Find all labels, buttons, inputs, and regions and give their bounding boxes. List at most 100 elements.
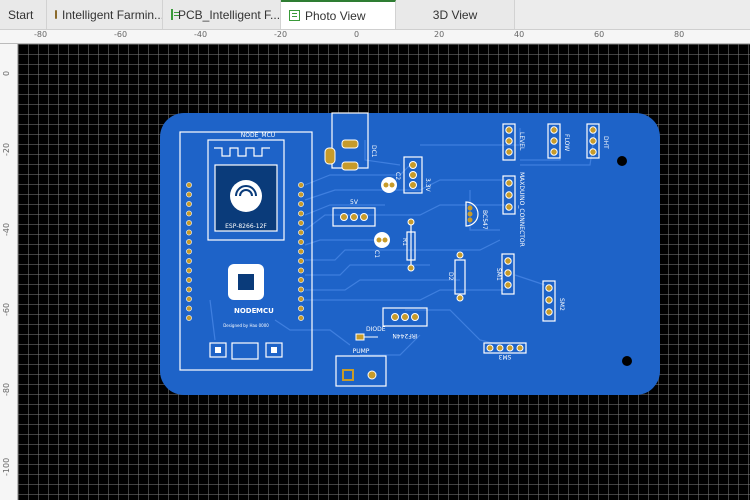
header-left xyxy=(186,182,192,321)
header-pin xyxy=(298,305,304,312)
regulator-3v3: 3.3V xyxy=(403,156,431,194)
header-pin xyxy=(298,267,304,274)
tab-label: Start xyxy=(8,7,34,22)
ruler-label: -40 xyxy=(194,30,208,39)
connector-sm2: SM2 xyxy=(542,280,565,322)
ruler-vertical: 0 -20 -40 -60 -80 -100 xyxy=(0,44,18,500)
label-dht: DHT xyxy=(602,136,609,149)
label-sm1: SM1 xyxy=(495,268,502,281)
ruler-label: -20 xyxy=(2,142,11,156)
label-level: LEVEL xyxy=(518,132,525,151)
label-maxduino: MAXDUINO_CONNECTOR xyxy=(518,172,525,247)
label-pump: PUMP xyxy=(353,348,370,355)
ruler-label: 80 xyxy=(674,30,685,39)
ruler-label: -80 xyxy=(2,382,11,396)
tab-label: Intelligent Farmin... xyxy=(62,7,163,22)
pcb-photo: ESP-8266-12F NODE_MCU NODE MCU Designed … xyxy=(160,112,660,395)
brand-node: NODE xyxy=(234,307,257,315)
ruler-label: -80 xyxy=(34,30,48,39)
tab-pcb[interactable]: PCB_Intelligent F... xyxy=(163,0,281,29)
header-pin xyxy=(298,201,304,207)
dc1-jack: DC1 xyxy=(324,112,377,171)
label-5v: 5V xyxy=(350,199,359,206)
tab-label: 3D View xyxy=(432,7,478,22)
esp-outline xyxy=(207,139,285,241)
photo-view-canvas[interactable]: ESP-8266-12F NODE_MCU NODE MCU Designed … xyxy=(18,44,750,500)
antenna-trace xyxy=(214,147,270,157)
header-right xyxy=(298,182,304,321)
header-pin xyxy=(186,267,192,274)
pcb-icon xyxy=(171,9,179,20)
header-pin xyxy=(298,191,304,198)
transistor-bc547: BC547 xyxy=(465,201,488,230)
chip-label: ESP-8266-12F xyxy=(225,223,267,230)
header-pin xyxy=(186,305,192,312)
ruler-label: -60 xyxy=(114,30,128,39)
diode-d2: D2 xyxy=(447,251,466,302)
diode-pump: DIODE xyxy=(355,326,386,341)
header-pin xyxy=(298,296,304,302)
regulator-5v: 5V xyxy=(332,199,376,227)
brand-mcu: MCU xyxy=(256,307,274,315)
header-pin xyxy=(298,239,304,245)
tab-3d-view[interactable]: 3D View xyxy=(396,0,515,29)
tab-photo-view[interactable]: Photo View xyxy=(281,0,396,29)
ruler-label: -20 xyxy=(274,30,288,39)
header-pin xyxy=(186,191,192,198)
header-pin xyxy=(186,296,192,302)
tab-bar: Start Intelligent Farmin... PCB_Intellig… xyxy=(0,0,750,30)
connector-sm3: SM3 xyxy=(483,342,527,360)
ruler-label: 20 xyxy=(434,30,445,39)
connector-sm1: SM1 xyxy=(495,253,515,295)
label-c2: C2 xyxy=(394,172,401,180)
header-pin xyxy=(298,210,304,217)
maxduino-connector: MAXDUINO_CONNECTOR xyxy=(502,172,525,247)
header-pin xyxy=(298,258,304,264)
folder-icon xyxy=(55,10,57,19)
module-outline xyxy=(179,131,313,371)
mosfet-irf244n: IRF244N xyxy=(382,307,428,339)
pcb-icon xyxy=(289,10,300,21)
header-pin xyxy=(186,210,192,217)
connector-dht: DHT xyxy=(586,123,609,159)
header-pin xyxy=(298,286,304,293)
tab-project[interactable]: Intelligent Farmin... xyxy=(47,0,163,29)
tab-label: Photo View xyxy=(305,8,366,23)
pcb-board xyxy=(160,113,660,395)
espressif-logo xyxy=(230,180,262,212)
header-pin xyxy=(186,258,192,264)
ruler-label: 40 xyxy=(514,30,525,39)
header-pin xyxy=(298,277,304,283)
nodemcu-module: ESP-8266-12F NODE_MCU NODE MCU Designed … xyxy=(179,131,313,371)
header-pin xyxy=(186,229,192,236)
header-pin xyxy=(186,220,192,226)
usb-port xyxy=(231,342,259,360)
mounting-hole xyxy=(622,356,632,366)
label-r1: R1 xyxy=(401,238,408,246)
label-bc547: BC547 xyxy=(481,210,488,230)
module-title: NODE_MCU xyxy=(241,132,275,139)
ruler-label: -60 xyxy=(2,302,11,316)
header-pin xyxy=(186,315,192,321)
capacitor-c1: C1 xyxy=(373,232,390,258)
label-diode: DIODE xyxy=(366,326,386,333)
header-pin xyxy=(186,182,192,188)
tab-label: PCB_Intelligent F... xyxy=(178,7,281,22)
label-d2: D2 xyxy=(447,272,454,281)
designer-text: Designed by Hao 0000 xyxy=(223,323,269,328)
header-pin xyxy=(298,248,304,255)
header-pin xyxy=(186,201,192,207)
connector-level: LEVEL xyxy=(502,123,525,161)
ruler-label: 60 xyxy=(594,30,605,39)
header-pin xyxy=(298,315,304,321)
button-rst xyxy=(209,342,227,358)
ruler-label: 0 xyxy=(2,70,11,76)
header-pin xyxy=(298,220,304,226)
tab-start[interactable]: Start xyxy=(0,0,47,29)
header-pin xyxy=(186,248,192,255)
button-flash xyxy=(265,342,283,358)
header-pin xyxy=(186,286,192,293)
connector-pump: PUMP xyxy=(335,348,387,387)
label-dc1: DC1 xyxy=(370,145,377,158)
connector-flow: FLOW xyxy=(547,123,570,159)
